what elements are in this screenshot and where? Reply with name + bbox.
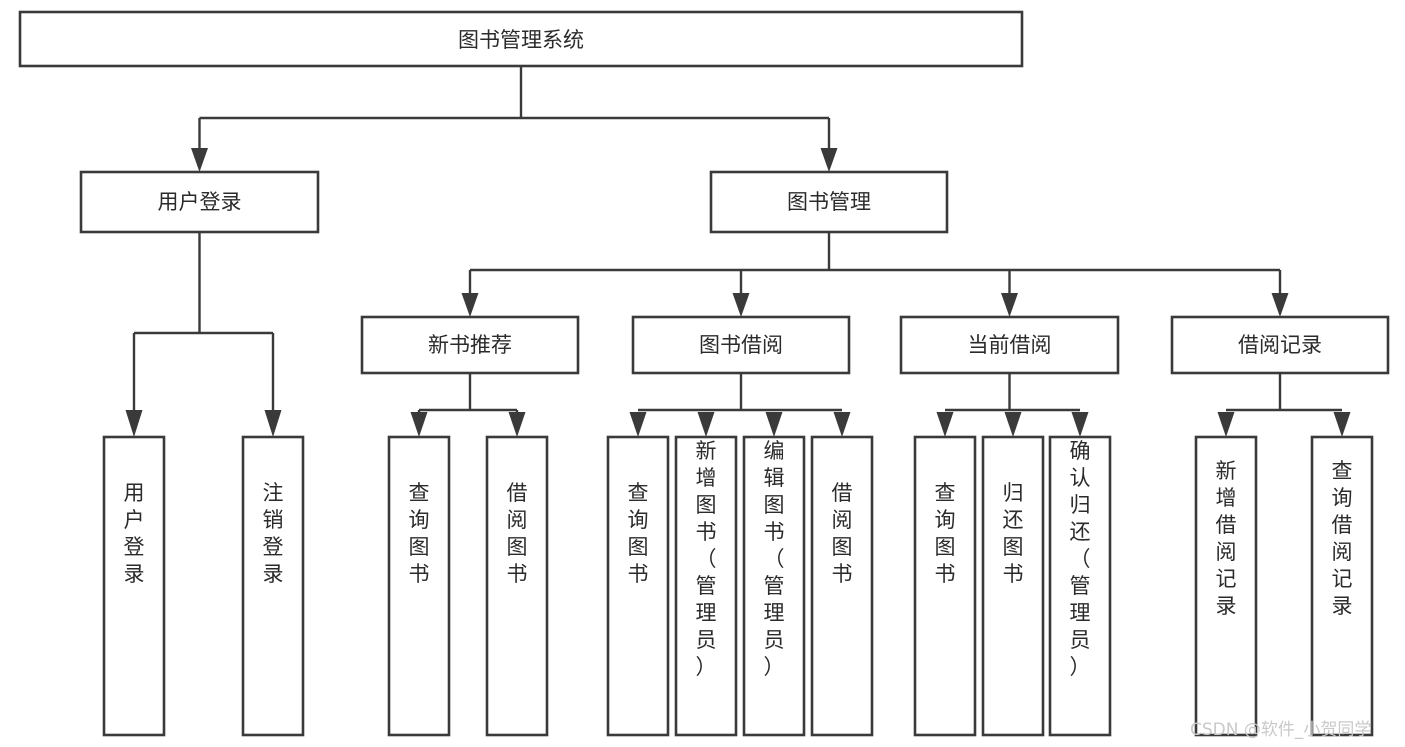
arrow-head-leaf-borrow-book [833, 412, 851, 437]
node-leaf-query-book-current[interactable]: 查询图书 [913, 435, 977, 737]
node-leaf-query-book-current-box[interactable] [913, 435, 977, 737]
node-root[interactable]: 图书管理系统 [18, 10, 1024, 68]
arrow-head-book-borrow [732, 293, 750, 317]
node-borrow-record-box[interactable] [1170, 315, 1390, 375]
node-leaf-add-book-admin-box[interactable] [674, 435, 738, 737]
arrow-head-leaf-return-book [1004, 412, 1022, 437]
arrow-head-leaf-query-book-borrow [629, 412, 647, 437]
node-borrow-record-label: 借阅记录 [1238, 333, 1322, 357]
arrow-head-book-management [820, 148, 838, 172]
node-leaf-query-book-recommend-label: 查询图书 [409, 481, 430, 586]
node-leaf-add-book-admin[interactable]: 新增图书（管理员） [674, 435, 738, 737]
node-leaf-query-borrow-record-label: 查询借阅记录 [1332, 459, 1353, 618]
node-book-management[interactable]: 图书管理 [709, 170, 949, 234]
node-leaf-borrow-book-box[interactable] [810, 435, 874, 737]
arrow-head-new-book-recommend [461, 293, 479, 317]
arrow-head-user-login [191, 148, 208, 172]
arrow-head-leaf-confirm-return-admin [1071, 412, 1089, 437]
node-root-box[interactable] [18, 10, 1024, 68]
node-leaf-query-book-current-label: 查询图书 [935, 481, 956, 586]
node-new-book-recommend-label: 新书推荐 [428, 333, 512, 357]
node-leaf-add-borrow-record-box[interactable] [1194, 435, 1258, 737]
node-leaf-return-book-box[interactable] [981, 435, 1045, 737]
node-layer: 图书管理系统 用户登录 图书管理 新书推荐 图书借阅 当前 [18, 10, 1390, 737]
node-user-login[interactable]: 用户登录 [79, 170, 320, 234]
node-leaf-query-borrow-record-box[interactable] [1310, 435, 1374, 737]
node-leaf-add-borrow-record[interactable]: 新增借阅记录 [1194, 435, 1258, 737]
node-leaf-query-book-borrow[interactable]: 查询图书 [606, 435, 670, 737]
arrow-head-leaf-query-book-recommend [410, 412, 428, 437]
node-leaf-add-borrow-record-label: 新增借阅记录 [1216, 459, 1237, 618]
node-leaf-query-book-recommend-box[interactable] [387, 435, 451, 737]
node-leaf-confirm-return-admin-label: 确认归还（管理员） [1070, 439, 1091, 679]
node-leaf-confirm-return-admin-box[interactable] [1048, 435, 1112, 737]
arrow-head-leaf-edit-book-admin [765, 412, 783, 437]
node-leaf-edit-book-admin[interactable]: 编辑图书（管理员） [742, 435, 806, 737]
arrow-head-leaf-add-book-admin [697, 412, 715, 437]
node-leaf-logout-login[interactable]: 注销登录 [241, 435, 305, 737]
node-leaf-borrow-book-recommend-label: 借阅图书 [507, 481, 528, 586]
arrow-head-leaf-borrow-book-recommend [508, 412, 526, 437]
node-leaf-query-book-borrow-box[interactable] [606, 435, 670, 737]
csdn-watermark: CSDN @软件_小贺同学 [1190, 720, 1371, 740]
node-leaf-borrow-book-recommend-box[interactable] [485, 435, 549, 737]
node-leaf-user-login[interactable]: 用户登录 [102, 435, 166, 737]
node-leaf-borrow-book-recommend[interactable]: 借阅图书 [485, 435, 549, 737]
node-leaf-query-borrow-record[interactable]: 查询借阅记录 [1310, 435, 1374, 737]
node-new-book-recommend-box[interactable] [360, 315, 580, 375]
node-current-borrow-label: 当前借阅 [968, 333, 1052, 357]
node-leaf-logout-login-label: 注销登录 [263, 481, 284, 586]
node-user-login-box[interactable] [79, 170, 320, 234]
node-current-borrow[interactable]: 当前借阅 [899, 315, 1120, 375]
node-book-borrow[interactable]: 图书借阅 [631, 315, 851, 375]
node-leaf-user-login-box[interactable] [102, 435, 166, 737]
node-leaf-edit-book-admin-label: 编辑图书（管理员） [764, 439, 785, 679]
arrow-head-current-borrow [1001, 293, 1018, 317]
node-new-book-recommend[interactable]: 新书推荐 [360, 315, 580, 375]
node-leaf-query-book-recommend[interactable]: 查询图书 [387, 435, 451, 737]
node-leaf-user-login-label: 用户登录 [124, 481, 145, 586]
node-leaf-borrow-book[interactable]: 借阅图书 [810, 435, 874, 737]
arrow-head-borrow-record [1271, 293, 1289, 317]
node-leaf-edit-book-admin-box[interactable] [742, 435, 806, 737]
node-leaf-logout-login-box[interactable] [241, 435, 305, 737]
node-book-management-box[interactable] [709, 170, 949, 234]
node-borrow-record[interactable]: 借阅记录 [1170, 315, 1390, 375]
node-leaf-return-book-label: 归还图书 [1003, 481, 1024, 586]
node-leaf-query-book-borrow-label: 查询图书 [628, 481, 649, 586]
node-root-label: 图书管理系统 [458, 28, 584, 52]
node-leaf-return-book[interactable]: 归还图书 [981, 435, 1045, 737]
node-leaf-borrow-book-label: 借阅图书 [832, 481, 853, 586]
arrow-head-leaf-logout-login [264, 410, 282, 437]
node-book-borrow-box[interactable] [631, 315, 851, 375]
arrow-head-leaf-query-borrow-record [1333, 412, 1351, 437]
node-user-login-label: 用户登录 [158, 190, 242, 214]
node-current-borrow-box[interactable] [899, 315, 1120, 375]
node-book-borrow-label: 图书借阅 [699, 333, 783, 357]
arrow-head-leaf-query-book-current [936, 412, 954, 437]
connector-layer [125, 66, 1351, 437]
arrow-head-leaf-user-login [125, 410, 143, 437]
node-leaf-confirm-return-admin[interactable]: 确认归还（管理员） [1048, 435, 1112, 737]
node-leaf-add-book-admin-label: 新增图书（管理员） [696, 439, 717, 679]
arrow-head-leaf-add-borrow-record [1217, 412, 1235, 437]
node-book-management-label: 图书管理 [787, 190, 871, 214]
